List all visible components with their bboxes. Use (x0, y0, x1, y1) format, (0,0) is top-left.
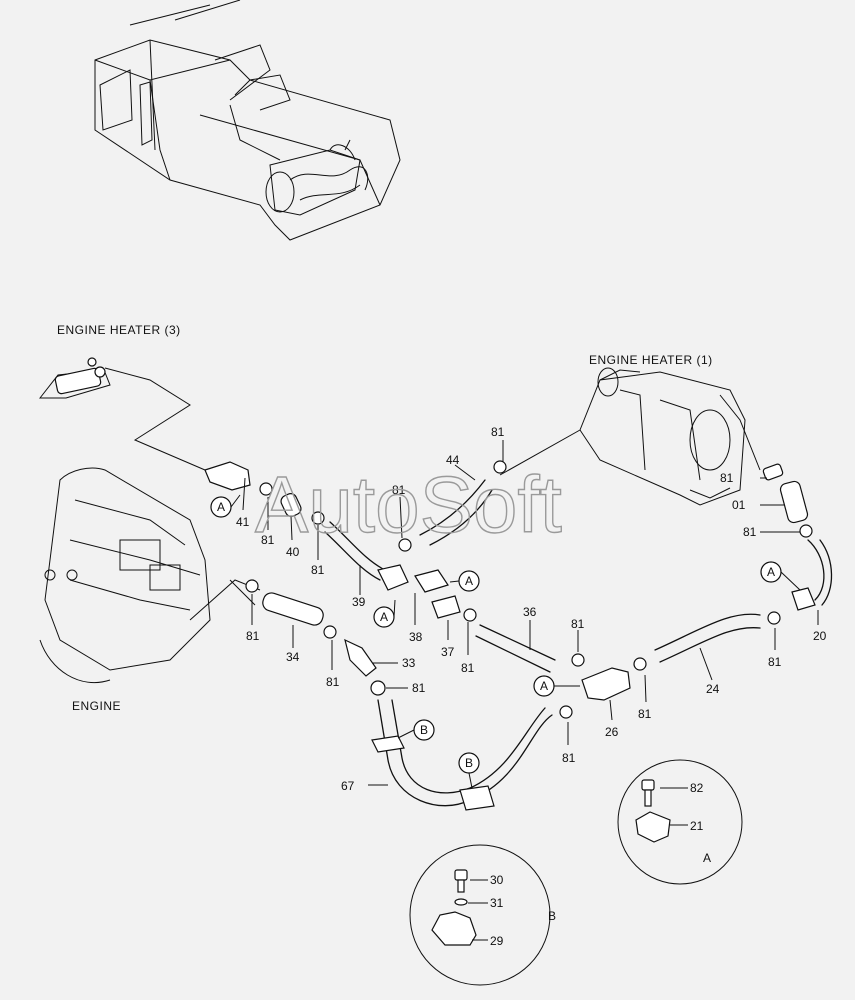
part-label-40: 40 (286, 545, 300, 559)
svg-text:B: B (420, 723, 428, 737)
hose-routing (204, 460, 833, 811)
part-label-30: 30 (490, 873, 504, 887)
part-label-81-l: 81 (412, 681, 426, 695)
part-label-81-h: 81 (571, 617, 585, 631)
detail-a: A (617, 759, 743, 885)
caption-engine-heater-3: ENGINE HEATER (3) (57, 323, 181, 337)
part-label-81-d: 81 (491, 425, 505, 439)
part-label-81-g: 81 (461, 661, 475, 675)
part-label-37: 37 (441, 645, 455, 659)
part-label-33: 33 (402, 656, 416, 670)
callout-a-4: A (533, 675, 555, 697)
part-label-38: 38 (409, 630, 423, 644)
engine-heater-3 (38, 357, 206, 471)
part-label-34: 34 (286, 650, 300, 664)
part-label-29: 29 (490, 934, 504, 948)
part-label-81-a: 81 (261, 533, 275, 547)
part-label-26: 26 (605, 725, 619, 739)
part-labels: 41 81 40 81 81 44 81 81 01 81 39 38 37 8… (236, 425, 827, 948)
part-label-41: 41 (236, 515, 250, 529)
part-label-31: 31 (490, 896, 504, 910)
part-label-81-n: 81 (562, 751, 576, 765)
part-label-81-i: 81 (768, 655, 782, 669)
svg-text:A: A (767, 565, 775, 579)
part-label-21: 21 (690, 819, 704, 833)
detail-a-label: A (703, 851, 711, 865)
detail-b-label: B (548, 909, 556, 923)
caption-engine: ENGINE (72, 699, 121, 713)
detail-b: B (409, 844, 556, 986)
part-label-82: 82 (690, 781, 704, 795)
part-label-81-k: 81 (326, 675, 340, 689)
part-label-20: 20 (813, 629, 827, 643)
part-label-24: 24 (706, 682, 720, 696)
engine-heater-1 (499, 367, 784, 506)
callout-b-1: B (413, 719, 435, 741)
caption-engine-heater-1: ENGINE HEATER (1) (589, 353, 713, 367)
part-label-81-f: 81 (743, 525, 757, 539)
svg-text:A: A (217, 500, 225, 514)
excavator-overview (94, 0, 401, 241)
part-label-81-c: 81 (392, 483, 406, 497)
callout-a-1: A (210, 496, 232, 518)
callout-a-5: A (760, 561, 782, 583)
watermark: AutoSoft (255, 460, 562, 549)
callout-b-2: B (458, 752, 480, 774)
part-label-44: 44 (446, 453, 460, 467)
svg-text:A: A (380, 610, 388, 624)
part-label-81-m: 81 (638, 707, 652, 721)
part-label-01: 01 (732, 498, 746, 512)
callout-a-3: A (458, 570, 480, 592)
part-label-81-e: 81 (720, 471, 734, 485)
part-label-81-b: 81 (311, 563, 325, 577)
part-label-36: 36 (523, 605, 537, 619)
part-label-39: 39 (352, 595, 366, 609)
leader-lines (242, 440, 819, 786)
svg-text:A: A (465, 574, 473, 588)
part-label-67: 67 (341, 779, 355, 793)
callout-a-2: A (373, 606, 395, 628)
svg-text:A: A (540, 679, 548, 693)
part-label-81-j: 81 (246, 629, 260, 643)
svg-text:B: B (465, 756, 473, 770)
